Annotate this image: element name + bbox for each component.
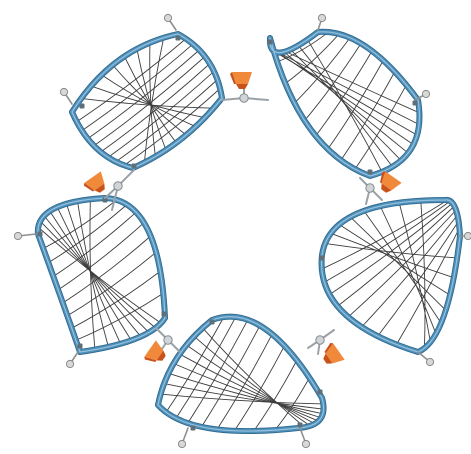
climbing-pod — [158, 317, 324, 448]
climbing-pod — [14, 198, 165, 368]
connector-ball — [114, 182, 122, 190]
connector-ball — [366, 184, 374, 192]
net-rope — [341, 72, 395, 160]
frame-clamp — [368, 170, 373, 175]
anchor-knob — [464, 232, 471, 239]
climbing-pod — [270, 14, 430, 176]
net-rope — [380, 206, 436, 334]
anchor-knob — [302, 440, 309, 447]
anchor-knob — [318, 14, 325, 21]
frame-clamp — [320, 256, 325, 261]
climbing-pod — [322, 200, 471, 366]
net-rope — [44, 216, 149, 333]
frame-clamp — [176, 36, 181, 41]
frame-clamp — [191, 426, 196, 431]
net-rope — [72, 271, 161, 328]
rope-net — [161, 317, 324, 431]
frame-clamp — [268, 40, 273, 45]
net-rope — [350, 217, 446, 310]
anchor-knob — [178, 440, 185, 447]
net-rope — [308, 40, 383, 172]
connector-hub — [308, 330, 345, 370]
anchor-knob — [66, 360, 73, 367]
orange-bracket — [83, 171, 111, 198]
frame-clamp — [78, 344, 83, 349]
frame-clamp — [413, 101, 418, 106]
net-rope — [348, 210, 456, 317]
net-rope — [40, 221, 155, 328]
net-rope — [298, 45, 392, 166]
orange-bracket — [230, 72, 252, 89]
anchor-knob — [14, 232, 21, 239]
bracket-base — [236, 84, 248, 89]
anchor-knob — [60, 88, 67, 95]
frame-clamp — [80, 104, 85, 109]
connector-hub — [222, 72, 268, 102]
frame-clamp — [318, 390, 323, 395]
frame-tube-shadow — [158, 317, 324, 431]
frame-clamp — [38, 232, 43, 237]
net-rope — [53, 212, 136, 276]
connector-ball — [240, 94, 248, 102]
frame-clamp — [210, 320, 215, 325]
net-rope — [203, 328, 305, 427]
net-rope — [174, 364, 322, 418]
anchor-knob — [426, 358, 433, 365]
climbing-pod — [60, 14, 222, 168]
net-rope — [194, 336, 310, 426]
frame-clamp — [132, 164, 137, 169]
anchor-knob — [422, 90, 429, 97]
frame-clamp — [162, 312, 167, 317]
orange-bracket — [318, 342, 345, 370]
net-rope — [88, 50, 200, 139]
anchor-knob — [164, 14, 171, 21]
net-rope — [322, 200, 448, 269]
frame-clamp — [298, 423, 303, 428]
connector-ball — [316, 336, 324, 344]
frame-tube-highlight — [158, 317, 324, 431]
net-rope — [294, 38, 350, 103]
net-rope — [124, 89, 220, 166]
connector-ball — [164, 336, 172, 344]
frame-tube — [158, 317, 324, 431]
